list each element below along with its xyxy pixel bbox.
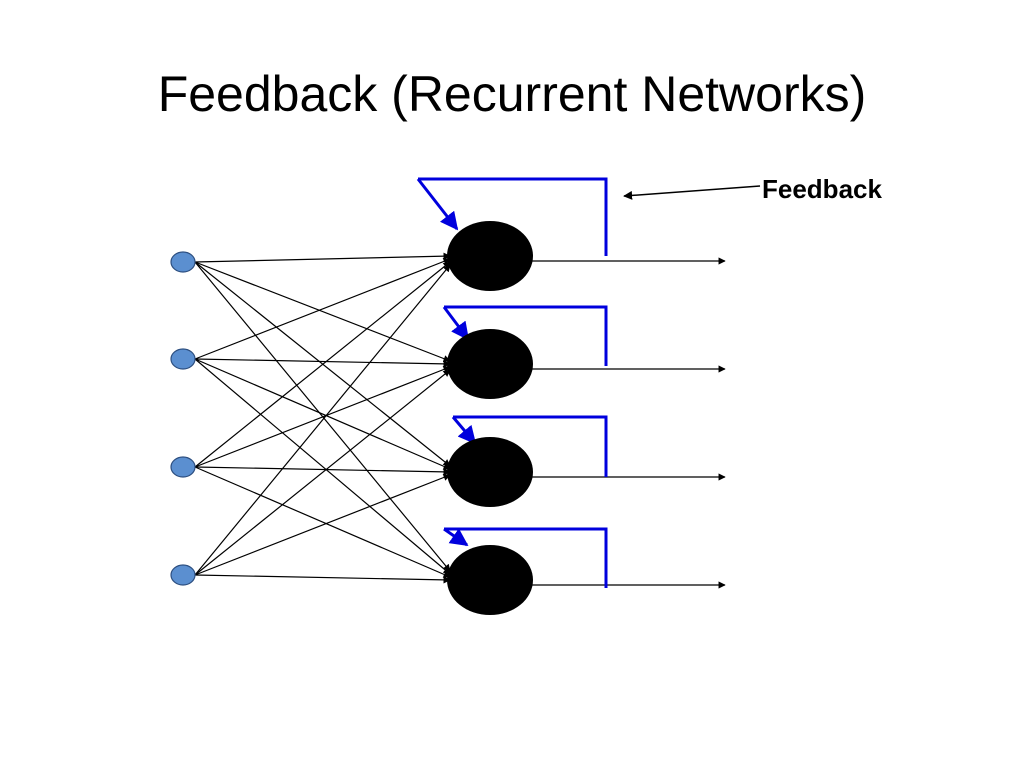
- input-node: [170, 456, 196, 478]
- connection-line: [194, 358, 451, 470]
- connection-line: [194, 258, 451, 360]
- input-layer: [170, 251, 196, 586]
- connection-line: [194, 252, 451, 263]
- connection-line: [194, 358, 451, 575]
- connection-line: [194, 574, 451, 584]
- connection-line: [194, 369, 451, 576]
- input-to-neuron-connections: [194, 252, 451, 584]
- connection-line: [194, 264, 451, 576]
- neuron-node: [447, 329, 533, 399]
- neuron-layer: [447, 221, 533, 615]
- neuron-node: [447, 221, 533, 291]
- feedback-loops: [416, 177, 608, 588]
- input-node: [170, 348, 196, 370]
- connection-line: [194, 366, 451, 468]
- connection-line: [194, 466, 451, 578]
- input-node: [170, 251, 196, 273]
- connection-line: [194, 261, 451, 468]
- neuron-node: [447, 437, 533, 507]
- feedback-arrow: [416, 178, 459, 231]
- feedback-arrow: [443, 527, 469, 547]
- feedback-callout-label: Feedback: [762, 174, 882, 204]
- feedback-arrow: [442, 306, 470, 341]
- feedback-arrow: [451, 416, 477, 445]
- feedback-callout-arrow: [623, 185, 761, 200]
- feedback-loop-line: [418, 177, 608, 256]
- connection-line: [194, 474, 451, 576]
- connection-line: [194, 466, 451, 476]
- connection-line: [194, 261, 451, 363]
- feedback-callout: Feedback: [623, 174, 882, 204]
- feedback-loop-line: [444, 305, 608, 366]
- feedback-loop-line: [444, 527, 608, 588]
- neuron-node: [447, 545, 533, 615]
- connection-line: [194, 358, 451, 368]
- neuron-output-arrows: [529, 257, 726, 589]
- input-node: [170, 564, 196, 586]
- feedback-loop-line: [453, 415, 608, 477]
- slide-title: Feedback (Recurrent Networks): [157, 66, 867, 122]
